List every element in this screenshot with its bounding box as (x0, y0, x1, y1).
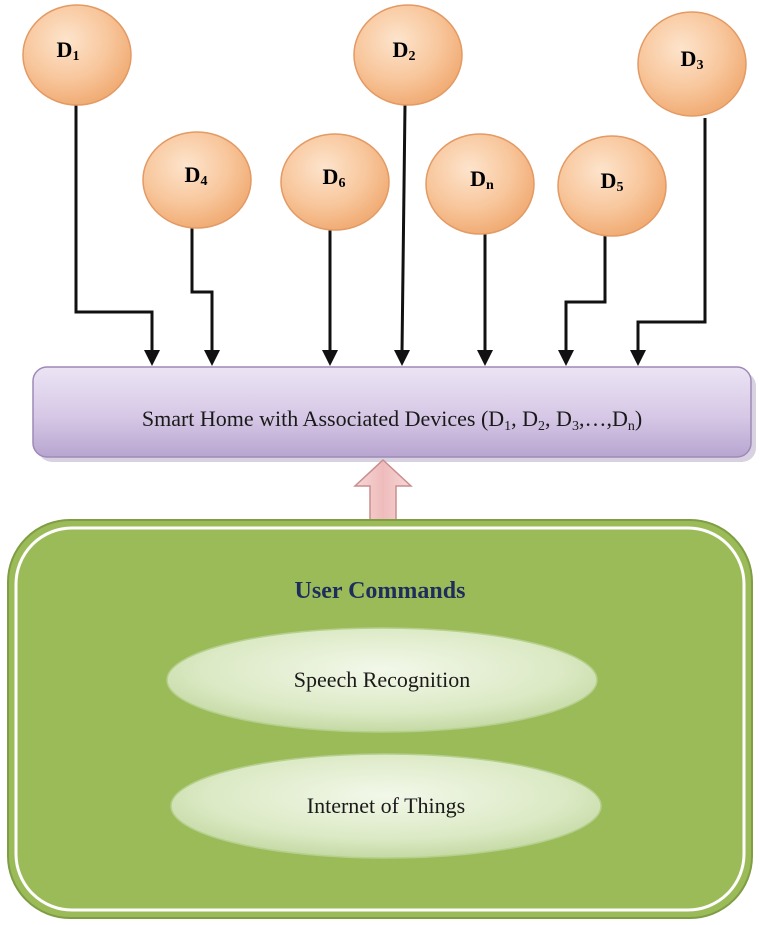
device-d5: D5 (557, 135, 667, 237)
connector-d2 (400, 104, 407, 353)
user-commands-title: User Commands (295, 578, 466, 604)
svg-text:D2: D2 (393, 37, 416, 64)
arrowhead-d4 (204, 350, 220, 366)
device-d2: D2 (353, 4, 463, 106)
arrowhead-d6 (322, 350, 338, 366)
connector-layer (74, 104, 707, 366)
arrowhead-d2 (394, 350, 410, 366)
hub-label: Smart Home with Associated Devices (D1, … (142, 406, 642, 434)
device-d4: D4 (142, 131, 252, 229)
connector-d1 (74, 105, 154, 352)
speech-recognition-node: Speech Recognition (166, 627, 598, 733)
smart-home-hub: Smart Home with Associated Devices (D1, … (32, 366, 756, 462)
svg-text:D4: D4 (185, 162, 208, 189)
svg-text:D1: D1 (57, 37, 80, 64)
device-d1: D1 (22, 4, 132, 106)
svg-text:Dn: Dn (470, 166, 494, 193)
internet-of-things-node: Internet of Things (170, 753, 602, 859)
arrowhead-dn (477, 350, 493, 366)
connector-d3 (636, 118, 707, 352)
device-d6: D6 (280, 133, 390, 231)
internet-of-things-label: Internet of Things (307, 793, 465, 818)
arrowhead-d5 (558, 350, 574, 366)
connector-d5 (564, 236, 607, 352)
user-commands-panel: User Commands Speech Recognition Interne… (7, 519, 753, 919)
svg-text:D6: D6 (323, 164, 346, 191)
device-d3: D3 (637, 11, 747, 117)
svg-text:D3: D3 (681, 46, 704, 73)
up-arrow (353, 458, 413, 523)
arrowhead-d1 (144, 350, 160, 366)
svg-text:D5: D5 (601, 168, 624, 195)
speech-recognition-label: Speech Recognition (294, 667, 471, 692)
device-dn: Dn (425, 133, 535, 235)
connector-d4 (190, 222, 214, 352)
arrowhead-d3 (630, 350, 646, 366)
